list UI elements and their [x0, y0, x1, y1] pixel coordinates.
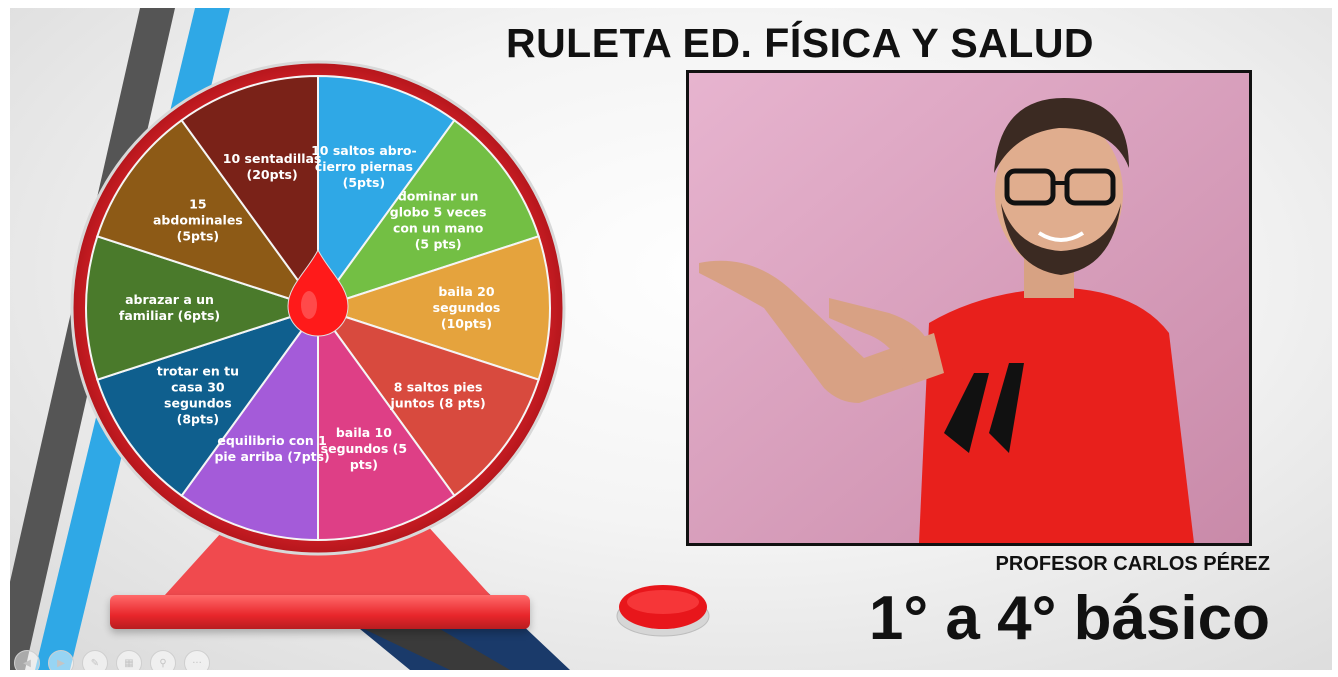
- teacher-photo-illustration: [689, 73, 1249, 543]
- slideshow-controls: ◀ ▶ ✎ ▦ ⚲ ···: [14, 650, 210, 670]
- teacher-photo: [686, 70, 1252, 546]
- wheel-segment: [315, 306, 540, 498]
- previous-icon[interactable]: ◀: [14, 650, 40, 670]
- stand-bar: [110, 595, 530, 629]
- slides-icon[interactable]: ▦: [116, 650, 142, 670]
- roulette-wheel[interactable]: 10 saltos abro-cierro piernas(5pts)domin…: [10, 8, 650, 628]
- wheel-segment: [96, 118, 321, 310]
- wheel-segment-label: 10 saltos abro-cierro piernas(5pts): [311, 143, 417, 190]
- wheel-segment: [317, 304, 456, 542]
- wheel-segment: [85, 235, 322, 381]
- wheel-pointer: [287, 248, 349, 337]
- spin-button[interactable]: [615, 580, 711, 638]
- wheel-segment: [180, 74, 319, 312]
- slide: 10 saltos abro-cierro piernas(5pts)domin…: [10, 8, 1332, 670]
- pen-icon[interactable]: ✎: [82, 650, 108, 670]
- pointer-highlight: [301, 291, 317, 319]
- more-icon[interactable]: ···: [184, 650, 210, 670]
- wheel-segment: [317, 74, 456, 312]
- wheel-segment: [314, 235, 551, 381]
- page-title: RULETA ED. FÍSICA Y SALUD: [505, 20, 1095, 66]
- zoom-icon[interactable]: ⚲: [150, 650, 176, 670]
- wheel-segment: [315, 118, 540, 310]
- wheel-segments: [85, 74, 551, 542]
- teacher-name: PROFESOR CARLOS PÉREZ: [995, 553, 1270, 575]
- next-icon[interactable]: ▶: [48, 650, 74, 670]
- wheel-segment: [180, 304, 319, 542]
- wheel-stand: [155, 523, 500, 606]
- grade-level: 1° a 4° básico: [868, 584, 1270, 653]
- wheel-segment: [96, 306, 321, 498]
- stand-base: [155, 523, 500, 606]
- wheel-segment-label: 10 sentadillas(20pts): [223, 151, 322, 182]
- wheel-labels: 10 saltos abro-cierro piernas(5pts)domin…: [119, 143, 500, 472]
